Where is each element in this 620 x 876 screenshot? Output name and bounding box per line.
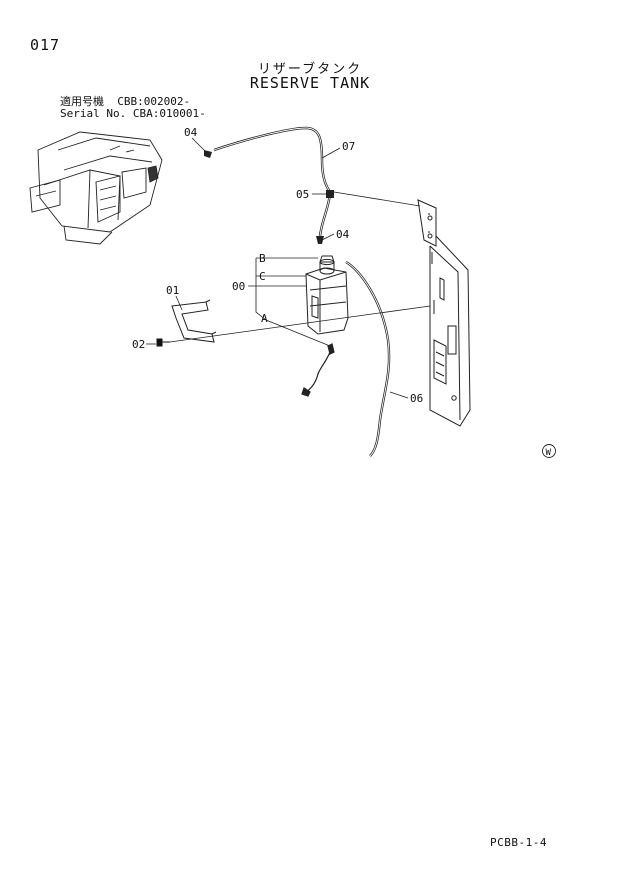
- hose-06: [345, 260, 391, 457]
- tank-bracket: [171, 299, 217, 343]
- callout-06: 06: [410, 392, 423, 405]
- callout-ref-c: C: [259, 270, 266, 283]
- hose-07-inner: [213, 127, 331, 193]
- hose-06-inner: [345, 261, 390, 457]
- callout-02: 02: [132, 338, 145, 351]
- applicability-line-2: Serial No. CBA:010001-: [60, 107, 206, 120]
- hose-07: [213, 126, 332, 193]
- applicability-line-1: 適用号機 CBB:002002-: [60, 95, 191, 108]
- reference-lines: [146, 137, 431, 399]
- title-japanese: リザーブタンク: [257, 62, 363, 77]
- callout-04-top: 04: [184, 126, 198, 139]
- machine-overview-illustration: [29, 131, 163, 245]
- callout-07: 07: [342, 140, 355, 153]
- callout-ref-b: B: [259, 252, 266, 265]
- reserve-tank: [305, 255, 349, 335]
- level-sensor-harness: [301, 343, 335, 397]
- callout-00: 00: [232, 280, 245, 293]
- hose-clip-04: [316, 236, 324, 244]
- page-number: 017: [30, 36, 61, 54]
- mark-letter: W: [546, 448, 552, 458]
- mounting-plate: [417, 199, 471, 427]
- circled-w-mark: W: [542, 444, 556, 458]
- title-english: RESERVE TANK: [249, 74, 371, 92]
- clamp-05: [326, 190, 334, 198]
- callout-04-cap: 04: [336, 228, 350, 241]
- callout-ref-a: A: [261, 312, 268, 325]
- bolt: [156, 338, 170, 347]
- callout-01: 01: [166, 284, 179, 297]
- callout-05: 05: [296, 188, 309, 201]
- hose-05-inner: [319, 193, 331, 237]
- document-code: PCBB-1-4: [490, 836, 547, 849]
